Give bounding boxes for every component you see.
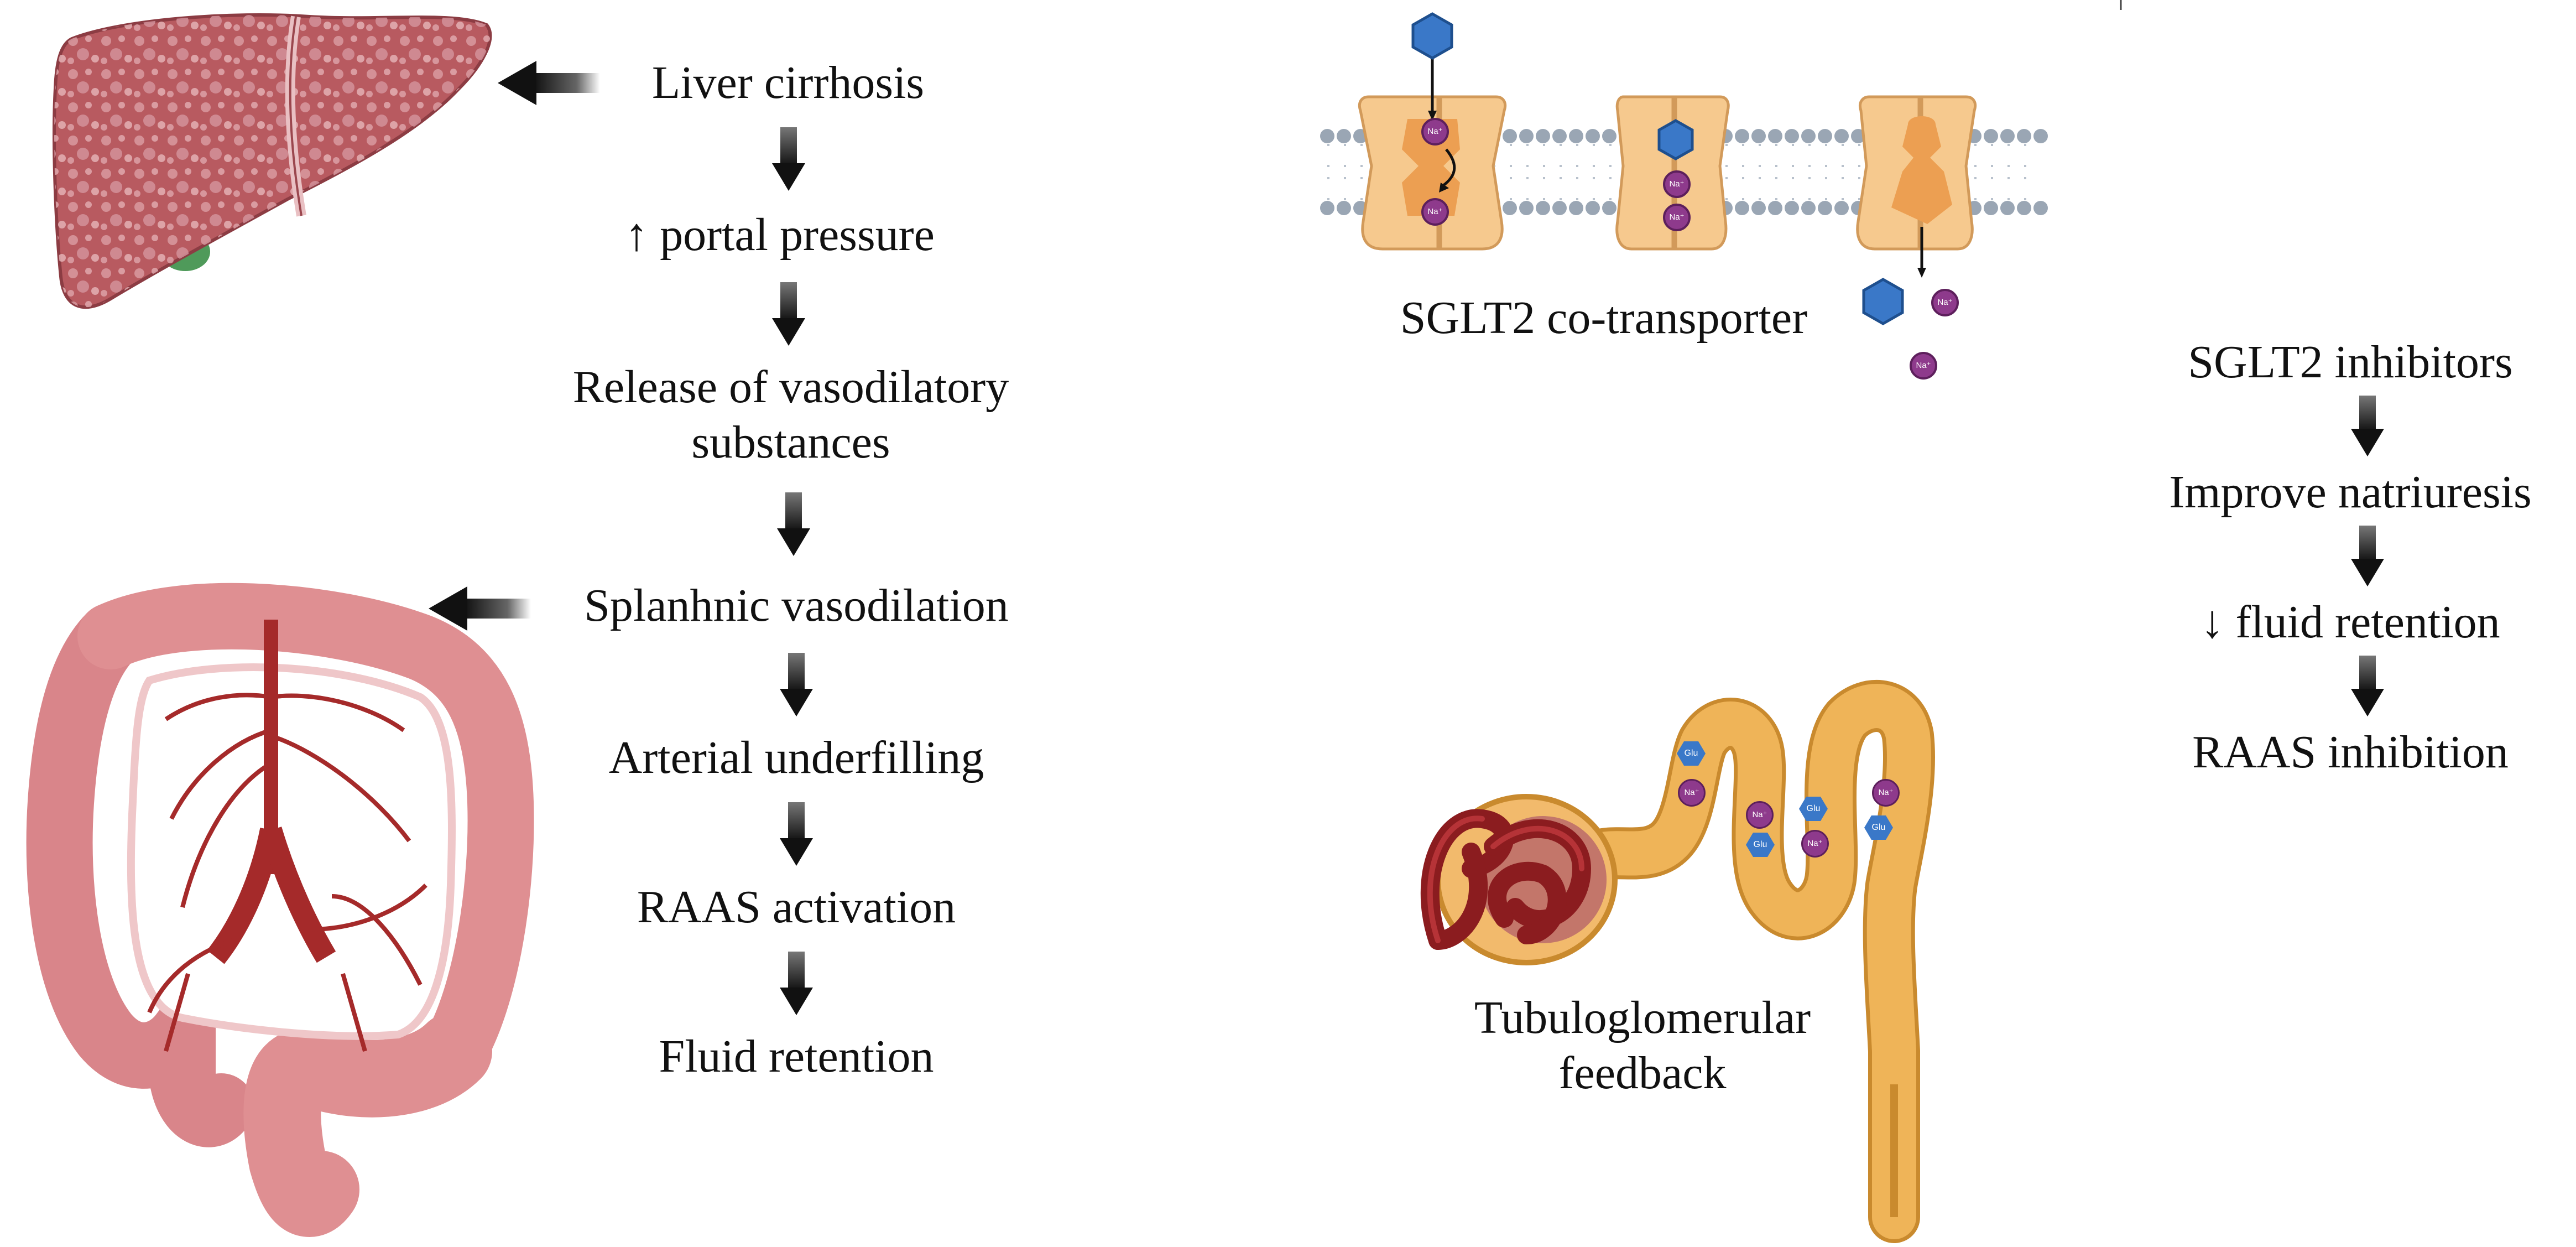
intestine-illustration (26, 583, 534, 1237)
sodium-badge-1: Na⁺ (1678, 779, 1706, 807)
down-arrow-3 (777, 492, 810, 556)
sodium-ion-5: Na⁺ (1931, 289, 1959, 316)
transporter-1 (1358, 39, 1507, 251)
sodium-badge-4: Na⁺ (1872, 779, 1900, 807)
sodium-ion-3: Na⁺ (1663, 170, 1691, 198)
glucose-molecule-released (1862, 278, 1904, 325)
glucose-label: Glu (1806, 804, 1821, 813)
transporter-3 (1856, 95, 1977, 278)
glucose-label: Glu (1684, 749, 1698, 758)
glucose-badge-3: Glu (1799, 797, 1828, 821)
left-arrow-to-intestine (429, 586, 531, 631)
tubuloglomerular-feedback-label: Tubuloglomerular feedback (1474, 992, 1811, 1099)
down-arrow-4 (780, 653, 813, 716)
sodium-ion-6: Na⁺ (1910, 352, 1937, 380)
step-liver-cirrhosis: Liver cirrhosis (651, 57, 925, 108)
sodium-ion-1: Na⁺ (1421, 118, 1449, 146)
sodium-label: Na⁺ (1807, 839, 1823, 848)
sodium-ion-label: Na⁺ (1669, 212, 1685, 222)
down-arrow-5 (780, 802, 813, 866)
sodium-badge-2: Na⁺ (1746, 801, 1774, 829)
sodium-ion-4: Na⁺ (1663, 204, 1691, 231)
sodium-ion-label: Na⁺ (1427, 207, 1443, 216)
left-arrow-to-liver (498, 61, 600, 105)
step-arterial-underfilling: Arterial underfilling (608, 732, 984, 783)
step-decreased-fluid-retention: ↓ fluid retention (2200, 596, 2500, 648)
down-arrow-6 (780, 952, 813, 1015)
sodium-ion-label: Na⁺ (1937, 298, 1953, 307)
sodium-label: Na⁺ (1684, 788, 1699, 797)
sglt2-cotransporter-label: SGLT2 co-transporter (1400, 292, 1808, 344)
nephron-illustration (1420, 680, 1935, 1243)
sodium-label: Na⁺ (1878, 788, 1894, 797)
down-arrow-2 (772, 282, 805, 346)
glucose-badge-1: Glu (1677, 741, 1706, 766)
step-raas-inhibition: RAAS inhibition (2192, 726, 2509, 778)
glucose-badge-2: Glu (1746, 833, 1775, 857)
down-arrow-1 (772, 127, 805, 191)
sodium-ion-label: Na⁺ (1427, 127, 1443, 136)
cirrhosis-flow-arrows (772, 127, 813, 1015)
step-fluid-retention: Fluid retention (659, 1031, 934, 1082)
sodium-ion-label: Na⁺ (1916, 361, 1931, 370)
sodium-badge-3: Na⁺ (1801, 830, 1829, 858)
step-portal-pressure: ↑ portal pressure (625, 209, 935, 261)
glucose-molecule-top (1411, 12, 1453, 60)
glucose-label: Glu (1753, 840, 1767, 849)
sodium-ion-label: Na⁺ (1669, 179, 1685, 189)
liver-illustration (53, 13, 492, 309)
step-raas-activation: RAAS activation (637, 881, 956, 933)
membrane-illustration (1320, 12, 2048, 325)
glucose-badge-4: Glu (1864, 815, 1893, 840)
glucose-label: Glu (1871, 823, 1886, 832)
step-vasodilatory-substances: Release of vasodilatory substances (572, 361, 1009, 468)
step-improve-natriuresis: Improve natriuresis (2169, 466, 2532, 518)
step-splanchnic-vasodilation: Splanhnic vasodilation (584, 580, 1009, 631)
step-sglt2-inhibitors: SGLT2 inhibitors (2188, 336, 2513, 388)
sodium-label: Na⁺ (1752, 810, 1767, 819)
sodium-ion-2: Na⁺ (1421, 198, 1449, 226)
